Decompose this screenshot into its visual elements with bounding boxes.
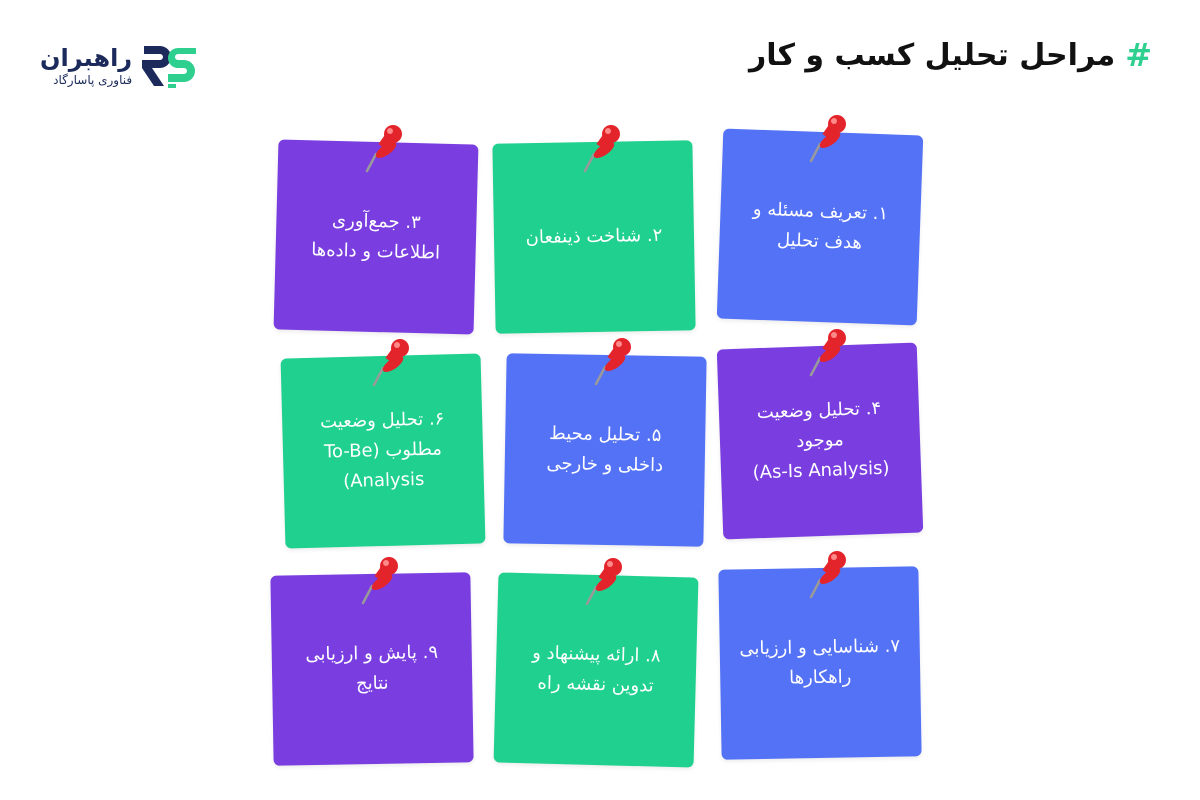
step-label-3: ۳. جمع‌آوری اطلاعات و داده‌ها	[310, 209, 441, 264]
push-pin-icon	[809, 551, 846, 599]
step-label-9: ۹. پایش و ارزیابی نتایج	[305, 641, 439, 695]
step-label-1: ۱. تعریف مسئله و هدف تحلیل	[752, 198, 889, 254]
push-pin-icon	[585, 558, 622, 606]
logo-subtitle: فناوری پاسارگاد	[53, 73, 133, 87]
push-pin-icon	[372, 339, 409, 387]
push-pin-icon	[594, 338, 631, 386]
step-label-5: ۵. تحلیل محیط داخلی و خارجی	[546, 423, 664, 477]
logo-mark-icon	[142, 46, 197, 88]
page-title: # مراحل تحلیل کسب و کار	[749, 36, 1152, 74]
step-label-8: ۸. ارائه پیشنهاد و تدوین نقشه راه	[531, 642, 661, 697]
step-label-7: ۷. شناسایی و ارزیابی راهکارها	[739, 635, 901, 689]
logo: راهبران فناوری پاسارگاد	[40, 40, 200, 92]
step-label-4: ۴. تحلیل وضعیت موجود (As-Is Analysis)	[752, 397, 890, 484]
step-label-6: ۶. تحلیل وضعیت مطلوب (To-Be Analysis)	[319, 408, 445, 493]
logo-name: راهبران	[40, 44, 133, 72]
push-pin-icon	[361, 557, 398, 605]
push-pin-icon	[365, 125, 402, 173]
logo-text: راهبران فناوری پاسارگاد	[40, 44, 132, 88]
hash-mark: #	[1125, 36, 1152, 74]
title-text: مراحل تحلیل کسب و کار	[748, 37, 1116, 73]
push-pin-icon	[583, 125, 620, 173]
step-label-2: ۲. شناخت ذینفعان	[525, 224, 663, 249]
push-pin-icon	[809, 329, 846, 377]
push-pin-icon	[809, 115, 846, 163]
